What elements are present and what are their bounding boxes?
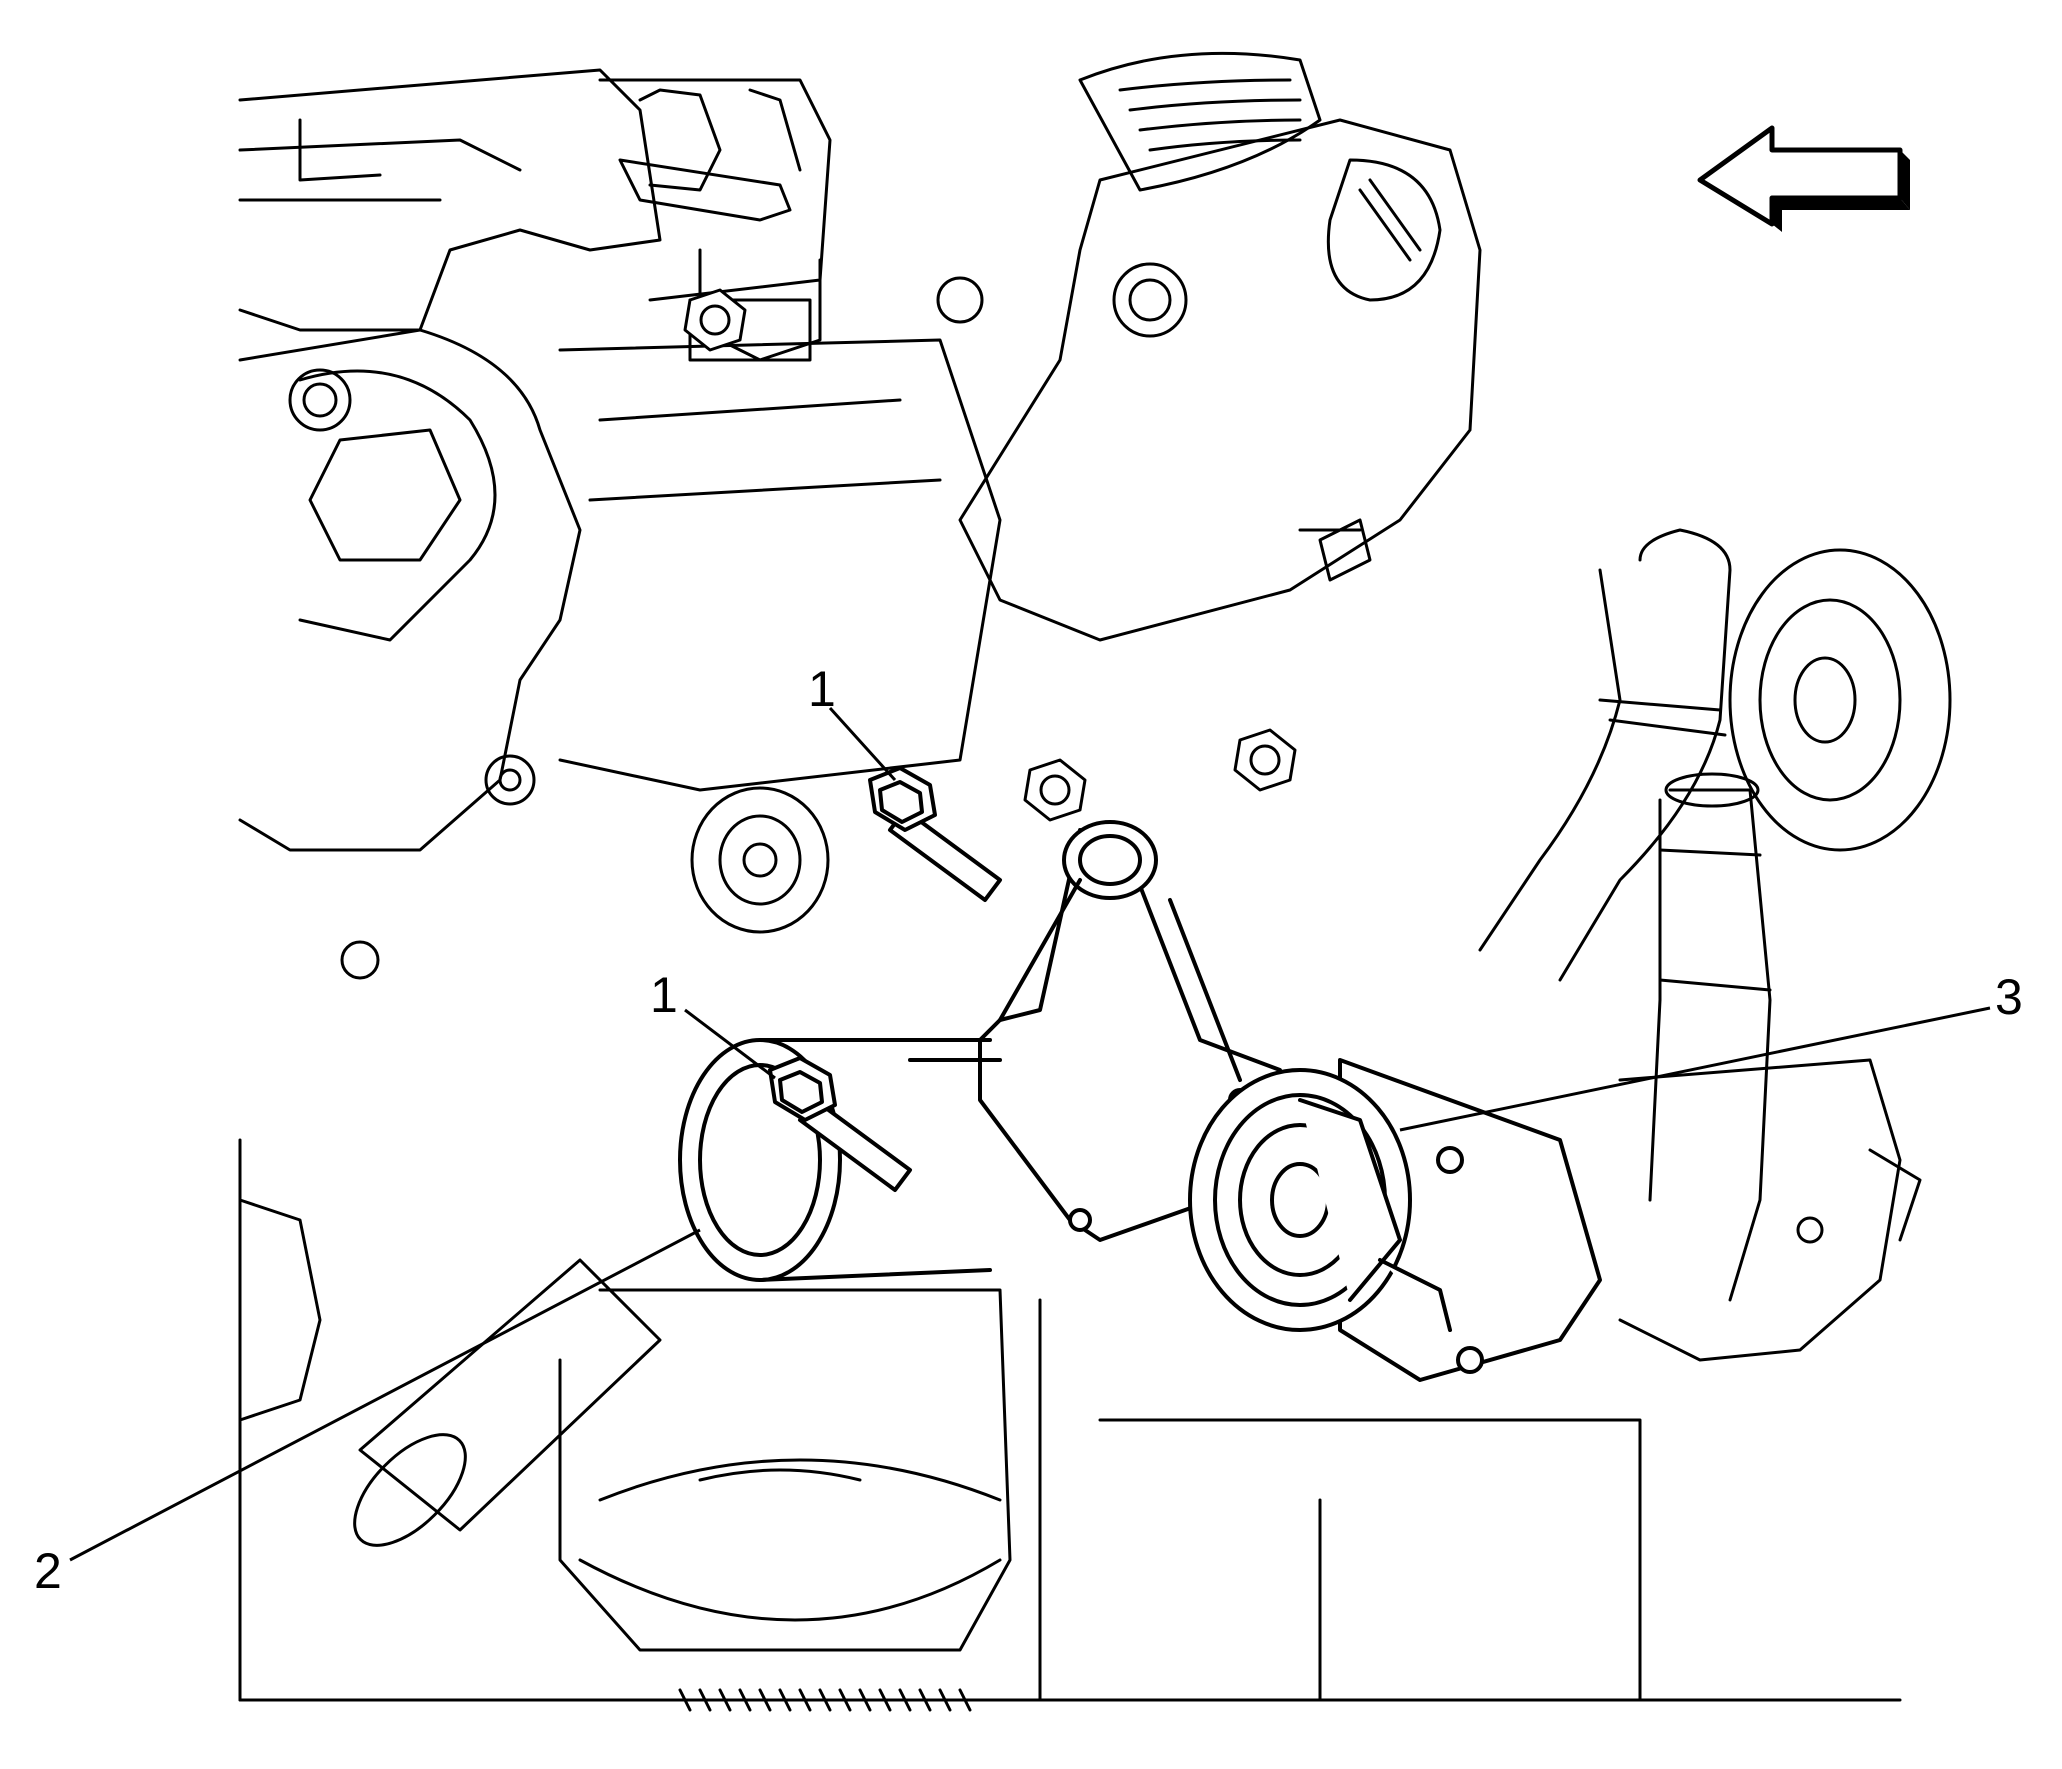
housing-bolt-upper	[868, 766, 1002, 902]
callout-3: 3	[1995, 969, 2023, 1025]
callout-1a: 1	[808, 661, 836, 717]
callout-2: 2	[34, 1543, 62, 1599]
leader-line-3	[1399, 1006, 1991, 1132]
leader-line-2	[69, 1228, 701, 1562]
thermostat	[1188, 1058, 1602, 1382]
idler-pulley	[690, 786, 830, 934]
housing-bolt-lower	[768, 1056, 912, 1192]
bracket-nuts	[683, 288, 1297, 822]
callout-leaders	[69, 706, 1991, 1562]
leader-line-1b	[684, 1008, 776, 1080]
arrow-left-icon	[1697, 125, 1910, 232]
callout-labels: 1 1 2 3	[34, 661, 2023, 1599]
leader-line-1a	[828, 706, 897, 782]
thermostat-seal	[678, 1038, 1002, 1282]
callout-1b: 1	[650, 967, 678, 1023]
